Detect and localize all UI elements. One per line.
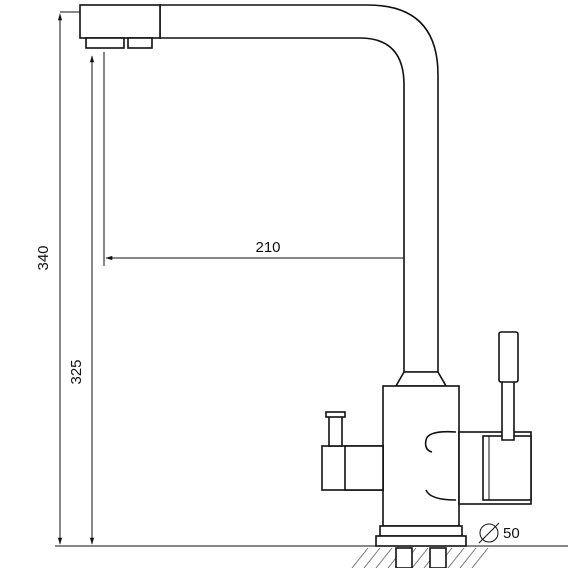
aerator-right xyxy=(127,37,153,49)
filter-valve-body xyxy=(344,445,384,491)
body-curve-top xyxy=(424,430,457,453)
mixer-lever-handle[interactable] xyxy=(498,331,519,383)
filter-valve-lever-cap xyxy=(325,411,346,418)
diameter-symbol-icon xyxy=(479,523,499,543)
dimension-total-height: 340 xyxy=(35,11,80,545)
faucet-base-plate xyxy=(375,535,467,547)
dimension-label-340: 340 xyxy=(35,245,52,270)
spout-collar xyxy=(394,371,448,387)
spout-tube xyxy=(159,4,439,373)
faucet-base-ring xyxy=(379,525,463,537)
faucet-main-body xyxy=(382,385,460,527)
dimension-base-diameter: 50 xyxy=(478,522,520,544)
aerator-left xyxy=(85,37,125,49)
dimension-label-50: 50 xyxy=(503,525,520,542)
faucet-body xyxy=(321,331,532,568)
supply-connector-right xyxy=(429,547,447,568)
mixer-hub-cap xyxy=(482,435,532,501)
supply-connector-left xyxy=(395,547,413,568)
countertop xyxy=(55,545,568,568)
dimension-label-210: 210 xyxy=(255,239,280,256)
filter-valve-lever[interactable] xyxy=(328,413,343,447)
dimension-label-325: 325 xyxy=(68,359,85,384)
dimension-spout-reach: 210 xyxy=(103,52,425,266)
countertop-hatching xyxy=(351,547,489,568)
mixer-lever-stem xyxy=(501,379,515,441)
body-curve-bottom xyxy=(425,489,457,501)
diameter-symbol-slash xyxy=(478,522,500,544)
spout-head xyxy=(79,4,161,39)
faucet-spout xyxy=(79,4,439,373)
dimension-spout-height: 325 xyxy=(68,55,95,545)
